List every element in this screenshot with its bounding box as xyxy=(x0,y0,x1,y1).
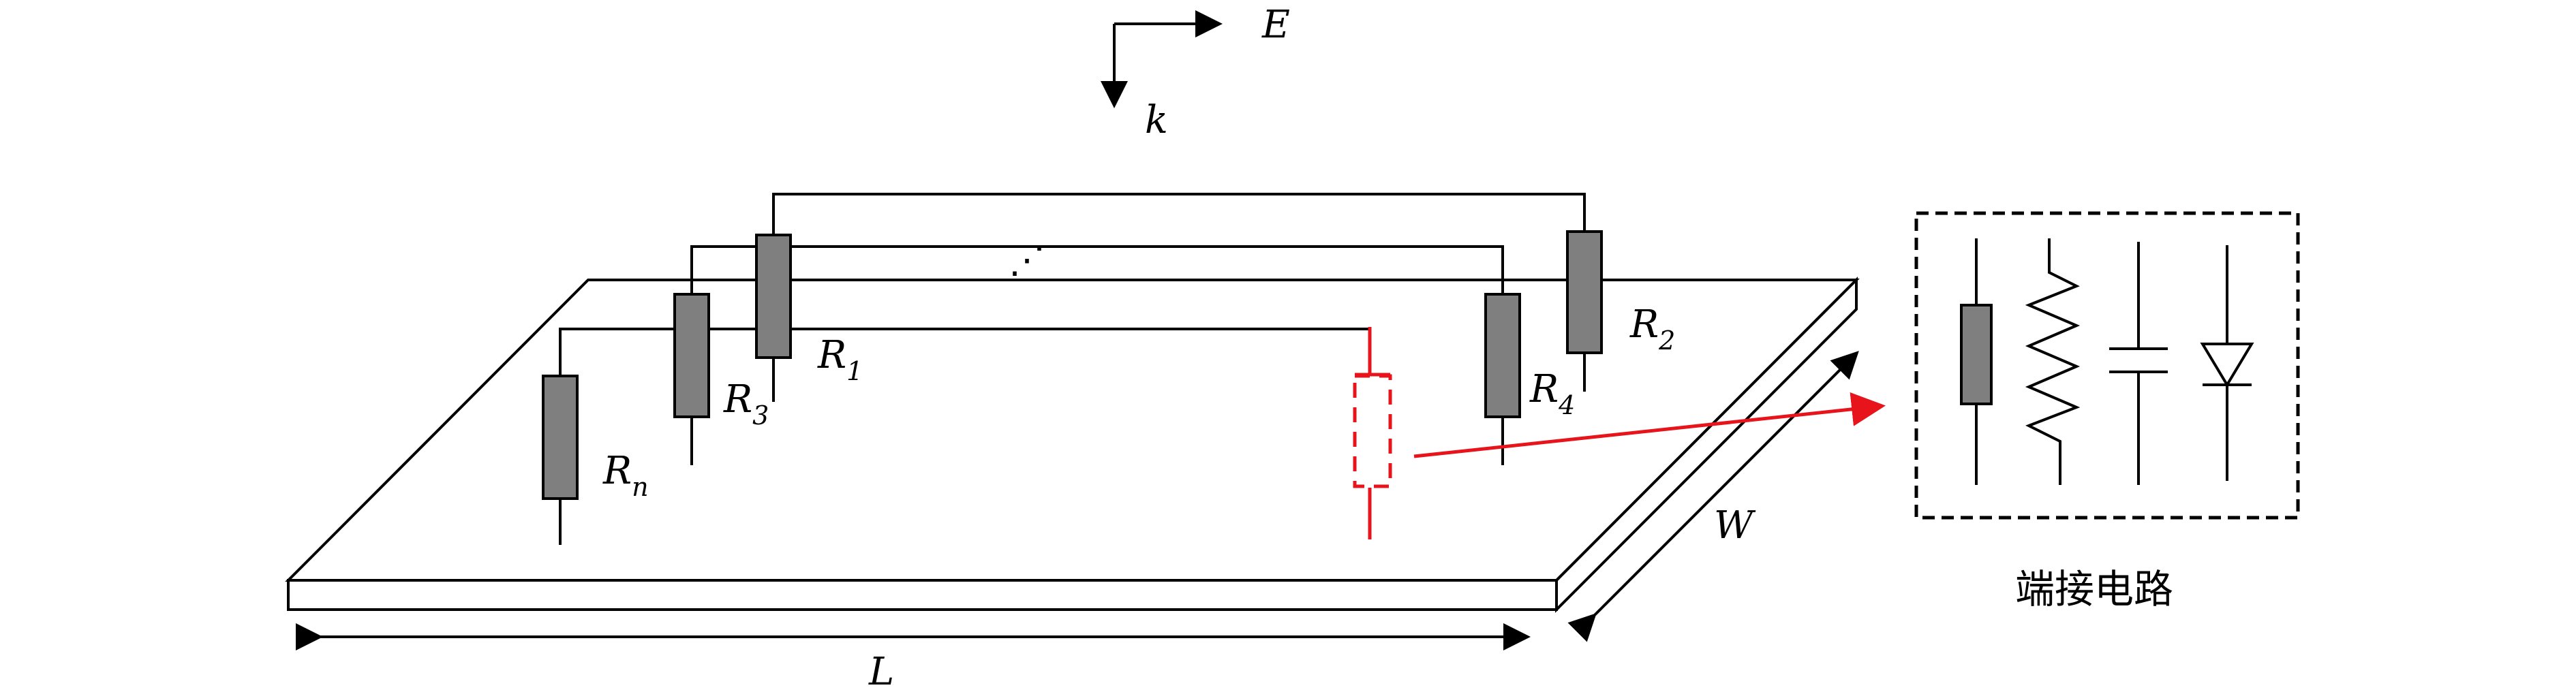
conductor-r3-r4 xyxy=(690,245,1504,294)
capacitor-icon xyxy=(2109,242,2168,485)
resistor-icon xyxy=(1960,238,1993,485)
resistor-r1 xyxy=(755,234,792,359)
termination-circuit-box: 端接电路 xyxy=(1914,211,2300,612)
plane-front-face xyxy=(287,579,1558,611)
width-label: W xyxy=(1714,503,1756,548)
termination-circuit-title: 端接电路 xyxy=(2015,566,2173,612)
resistor-r1-label: R1 xyxy=(817,333,863,386)
termination-placeholder xyxy=(1353,327,1886,539)
incident-field-arrows: E k xyxy=(1101,3,1290,142)
length-label: L xyxy=(868,650,894,692)
diode-icon xyxy=(2200,245,2254,481)
termination-box-border xyxy=(1914,211,2300,520)
width-arrow xyxy=(1567,351,1859,642)
resistor-rn xyxy=(542,375,579,500)
ellipsis: ⋰ xyxy=(1009,238,1045,281)
inductor-icon xyxy=(2025,238,2081,485)
k-vector-label: k xyxy=(1145,98,1168,142)
dimension-arrows: L W xyxy=(296,351,1859,692)
resistors: R1 R2 R3 R4 Rn xyxy=(542,230,1675,502)
conductor-r1-r2 xyxy=(772,193,1586,235)
resistor-r3-label: R3 xyxy=(723,377,769,430)
termination-pointer-arrow xyxy=(1413,392,1886,458)
resistor-r4 xyxy=(1484,293,1521,418)
resistor-r3 xyxy=(673,293,710,418)
e-field-label: E xyxy=(1261,3,1290,47)
resistor-r2-label: R2 xyxy=(1629,302,1675,356)
resistor-r2 xyxy=(1566,230,1603,354)
resistor-rn-label: Rn xyxy=(602,449,649,502)
resistor-r4-label: R4 xyxy=(1529,367,1575,420)
